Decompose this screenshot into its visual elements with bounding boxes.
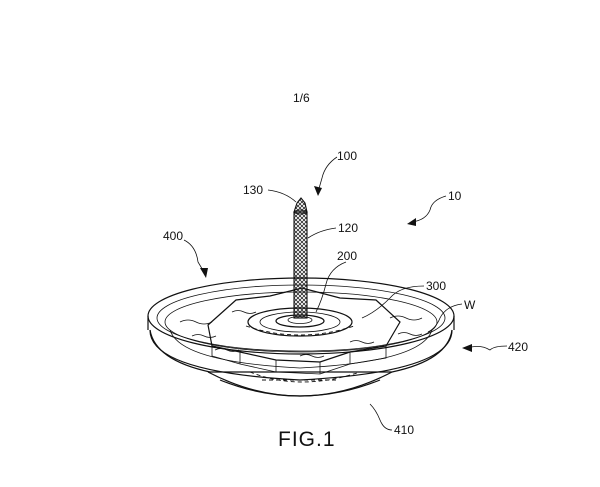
bowl-outline <box>147 277 455 397</box>
ref-holder: 200 <box>337 249 357 263</box>
fuel-block <box>207 287 401 383</box>
figure-label: FIG.1 <box>278 428 336 451</box>
ref-water: W <box>464 298 476 312</box>
ref-bowl: 400 <box>163 229 183 243</box>
ref-wick-body: 120 <box>338 221 358 235</box>
wick-body <box>293 211 308 319</box>
wick-tip <box>293 197 308 213</box>
page-number: 1/6 <box>293 91 310 105</box>
ref-wick: 100 <box>337 149 357 163</box>
ref-bowl-rim: 420 <box>508 340 528 354</box>
ref-fuel-block: 300 <box>426 279 446 293</box>
ref-wick-tip: 130 <box>243 183 263 197</box>
ref-assembly: 10 <box>448 189 462 203</box>
ref-bowl-base: 410 <box>394 423 414 437</box>
leader-lines <box>183 156 508 431</box>
wick <box>293 197 308 319</box>
